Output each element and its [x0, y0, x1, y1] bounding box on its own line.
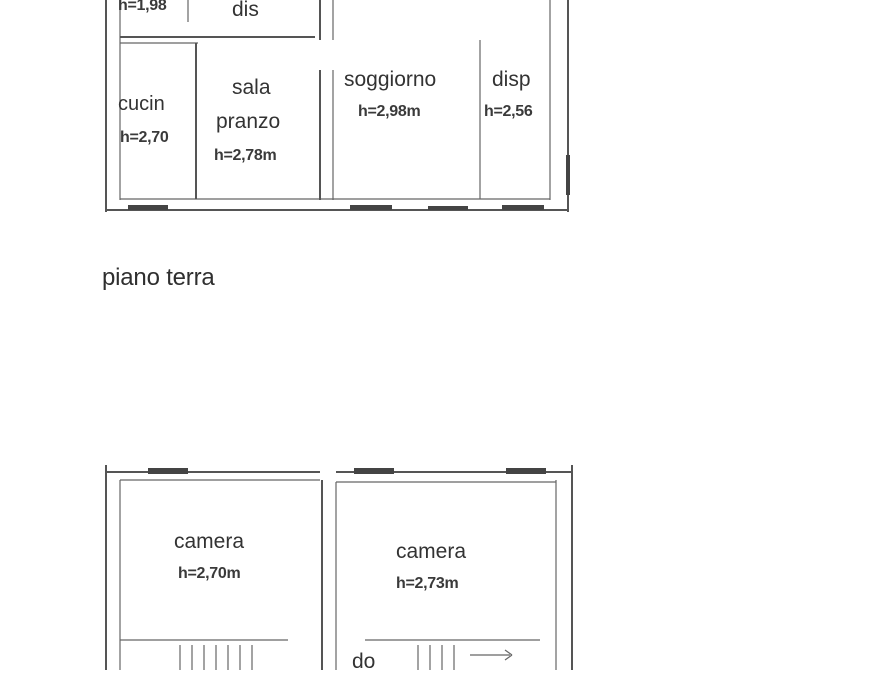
room-height-soggiorno: h=2,98m: [358, 103, 421, 120]
room-height-disp: h=2,56: [484, 103, 533, 120]
room-name-camera-1: camera: [174, 530, 245, 553]
room-name-pranzo: pranzo: [216, 110, 281, 133]
room-height-top-left: h=1,98: [118, 0, 167, 14]
room-height-camera-2: h=2,73m: [396, 575, 459, 592]
room-name-dis: dis: [232, 0, 259, 21]
room-name-soggiorno: soggiorno: [344, 68, 437, 91]
room-height-cucina: h=2,70: [120, 129, 169, 146]
room-height-sala-pranzo: h=2,78m: [214, 147, 277, 164]
room-name-doccia: do: [352, 650, 376, 673]
room-name-camera-2: camera: [396, 540, 467, 563]
room-name-cucina: cucin: [118, 93, 165, 115]
room-height-camera-1: h=2,70m: [178, 565, 241, 582]
floor-title-ground: piano terra: [102, 264, 215, 291]
room-name-sala: sala: [232, 76, 271, 99]
upper-floor-walls: [105, 465, 573, 670]
room-name-disp: disp: [492, 68, 531, 91]
ground-floor-walls: [105, 0, 570, 212]
